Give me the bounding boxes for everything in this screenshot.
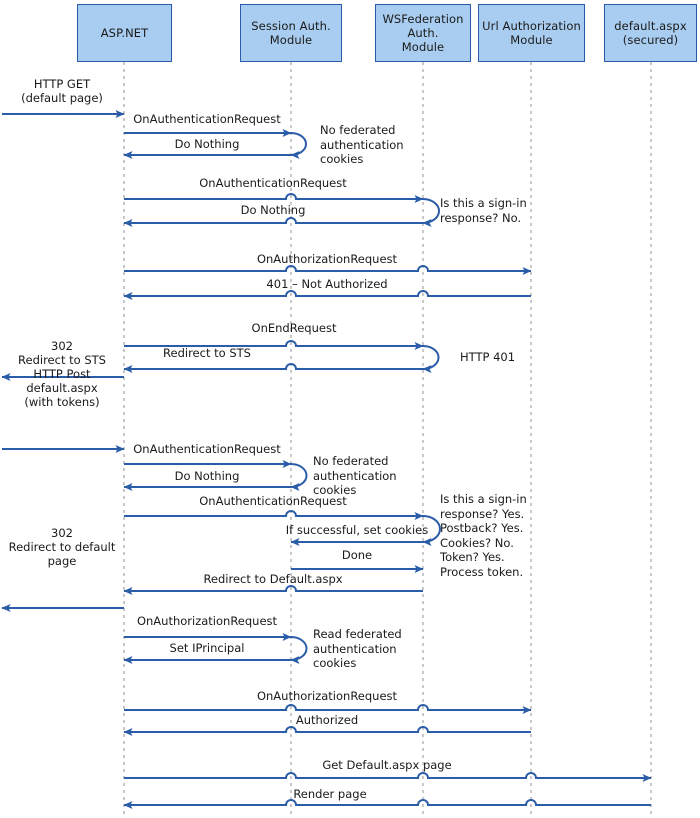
- note-loop6: Read federated authentication cookies: [313, 627, 402, 670]
- message-label-m19: Get Default.aspx page: [322, 758, 452, 772]
- external-label-redirect-default: 302 Redirect to default page: [8, 526, 116, 568]
- actor-label-sam: Session Auth. Module: [251, 19, 331, 47]
- message-label-m2: Do Nothing: [174, 137, 240, 151]
- lifelines-group: [123, 62, 652, 818]
- message-label-m4: Do Nothing: [240, 203, 306, 217]
- message-label-m15: OnAuthorizationRequest: [136, 614, 278, 628]
- actor-box-wsfam[interactable]: WSFederation Auth. Module: [375, 4, 471, 62]
- message-arrow-m17: [124, 704, 532, 714]
- message-label-m9: OnAuthenticationRequest: [133, 442, 281, 456]
- note-loop5: Is this a sign-in response? Yes. Postbac…: [440, 492, 527, 579]
- message-label-m14: Redirect to Default.aspx: [203, 572, 343, 586]
- message-arrow-m20: [123, 799, 651, 809]
- actor-label-wsfam: WSFederation Auth. Module: [382, 12, 464, 54]
- self-loop-loop1: [290, 132, 307, 159]
- actor-label-aspnet: ASP.NET: [100, 26, 149, 40]
- message-arrow-m6: [123, 290, 531, 300]
- message-arrow-m7: [124, 340, 424, 350]
- note-loop3: HTTP 401: [460, 350, 516, 364]
- message-label-m20: Render page: [293, 787, 367, 801]
- actor-label-page: default.aspx (secured): [614, 19, 687, 47]
- external-label-redirect-sts: 302 Redirect to STS: [18, 339, 106, 367]
- message-label-m12: If successful, set cookies: [285, 523, 429, 537]
- message-label-m13: Done: [341, 548, 373, 562]
- actor-box-urlauth[interactable]: Url Authorization Module: [478, 4, 585, 62]
- message-arrow-m8: [123, 363, 423, 373]
- message-label-m7: OnEndRequest: [251, 321, 337, 335]
- message-label-m5: OnAuthorizationRequest: [256, 252, 398, 266]
- message-label-m1: OnAuthenticationRequest: [133, 112, 281, 126]
- self-loop-loop5: [422, 515, 441, 546]
- self-loop-loop3: [422, 345, 440, 373]
- note-loop4: No federated authentication cookies: [313, 454, 397, 497]
- message-label-m8: Redirect to STS: [163, 346, 251, 360]
- actor-label-urlauth: Url Authorization Module: [482, 19, 581, 47]
- message-label-m10: Do Nothing: [174, 469, 240, 483]
- self-loops-group: [290, 132, 441, 664]
- message-arrow-m5: [124, 265, 532, 275]
- message-label-m18: Authorized: [295, 713, 359, 727]
- external-label-http-post: HTTP Post default.aspx (with tokens): [24, 367, 100, 409]
- actor-box-aspnet[interactable]: ASP.NET: [77, 4, 172, 62]
- self-loop-loop4: [290, 463, 308, 491]
- actor-box-sam[interactable]: Session Auth. Module: [240, 4, 342, 62]
- message-arrow-m3: [124, 193, 424, 203]
- message-label-m3: OnAuthenticationRequest: [199, 176, 347, 190]
- external-label-http-get: HTTP GET (default page): [21, 77, 103, 105]
- note-loop2: Is this a sign-in response? No.: [440, 196, 527, 225]
- message-arrow-m18: [123, 726, 531, 736]
- message-label-m17: OnAuthorizationRequest: [256, 689, 398, 703]
- message-arrow-m4: [123, 217, 423, 227]
- message-label-m6: 401 – Not Authorized: [266, 277, 388, 291]
- actor-box-page[interactable]: default.aspx (secured): [604, 4, 697, 62]
- message-label-m16: Set IPrincipal: [169, 641, 245, 655]
- message-arrow-m19: [124, 772, 652, 782]
- self-loop-loop2: [422, 198, 440, 227]
- message-arrow-m11: [124, 510, 424, 520]
- self-loop-loop6: [290, 636, 308, 664]
- message-arrow-m14: [123, 585, 423, 595]
- note-loop1: No federated authentication cookies: [320, 123, 404, 166]
